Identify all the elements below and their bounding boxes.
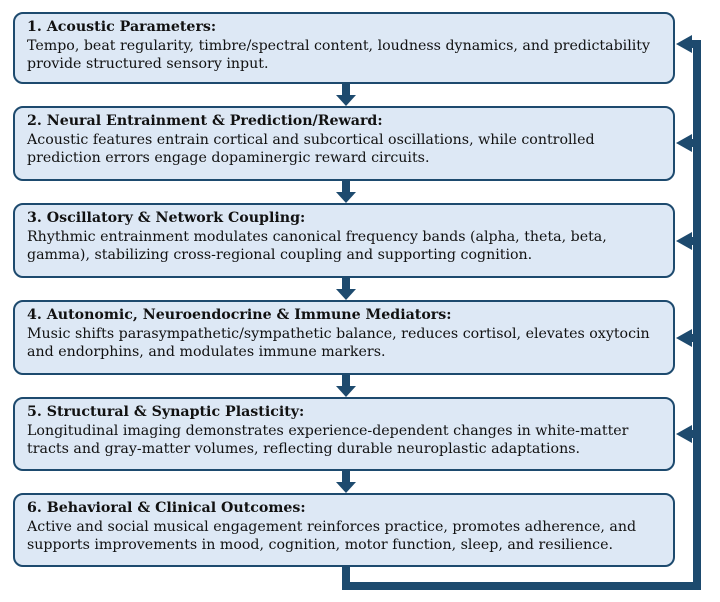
feedback-arrow-box-1 <box>676 35 692 53</box>
step-title-1: 1. Acoustic Parameters: <box>27 19 217 35</box>
feedback-arrow-box-4 <box>676 329 692 347</box>
step-title-5: 5. Structural & Synaptic Plasticity: <box>27 404 305 420</box>
step-text-2: Acoustic features entrain cortical and s… <box>27 131 595 167</box>
step-title-4: 4. Autonomic, Neuroendocrine & Immune Me… <box>27 307 452 323</box>
step-title-6: 6. Behavioral & Clinical Outcomes: <box>27 500 306 516</box>
step-text-4: Music shifts parasympathetic/sympathetic… <box>27 325 650 361</box>
step-box-3: 3. Oscillatory & Network Coupling: Rhyth… <box>13 203 675 278</box>
step-box-1: 1. Acoustic Parameters: Tempo, beat regu… <box>13 12 675 84</box>
step-title-2: 2. Neural Entrainment & Prediction/Rewar… <box>27 113 383 129</box>
down-arrow-4-5 <box>336 375 356 397</box>
feedback-arrows <box>676 35 698 443</box>
feedback-loop-line <box>342 40 701 590</box>
step-title-3: 3. Oscillatory & Network Coupling: <box>27 210 306 226</box>
step-box-6: 6. Behavioral & Clinical Outcomes: Activ… <box>13 493 675 567</box>
feedback-arrow-box-2 <box>676 134 692 152</box>
down-arrow-5-6 <box>336 471 356 493</box>
step-box-2: 2. Neural Entrainment & Prediction/Rewar… <box>13 106 675 181</box>
down-arrow-3-4 <box>336 278 356 300</box>
step-box-4: 4. Autonomic, Neuroendocrine & Immune Me… <box>13 300 675 375</box>
down-arrow-1-2 <box>336 84 356 106</box>
feedback-arrow-box-3 <box>676 232 692 250</box>
down-arrow-2-3 <box>336 181 356 203</box>
feedback-arrow-box-5 <box>676 425 692 443</box>
step-text-5: Longitudinal imaging demonstrates experi… <box>27 422 629 458</box>
step-box-5: 5. Structural & Synaptic Plasticity: Lon… <box>13 397 675 471</box>
step-text-1: Tempo, beat regularity, timbre/spectral … <box>27 37 650 73</box>
step-text-6: Active and social musical engagement rei… <box>27 518 637 554</box>
step-text-3: Rhythmic entrainment modulates canonical… <box>27 228 607 264</box>
